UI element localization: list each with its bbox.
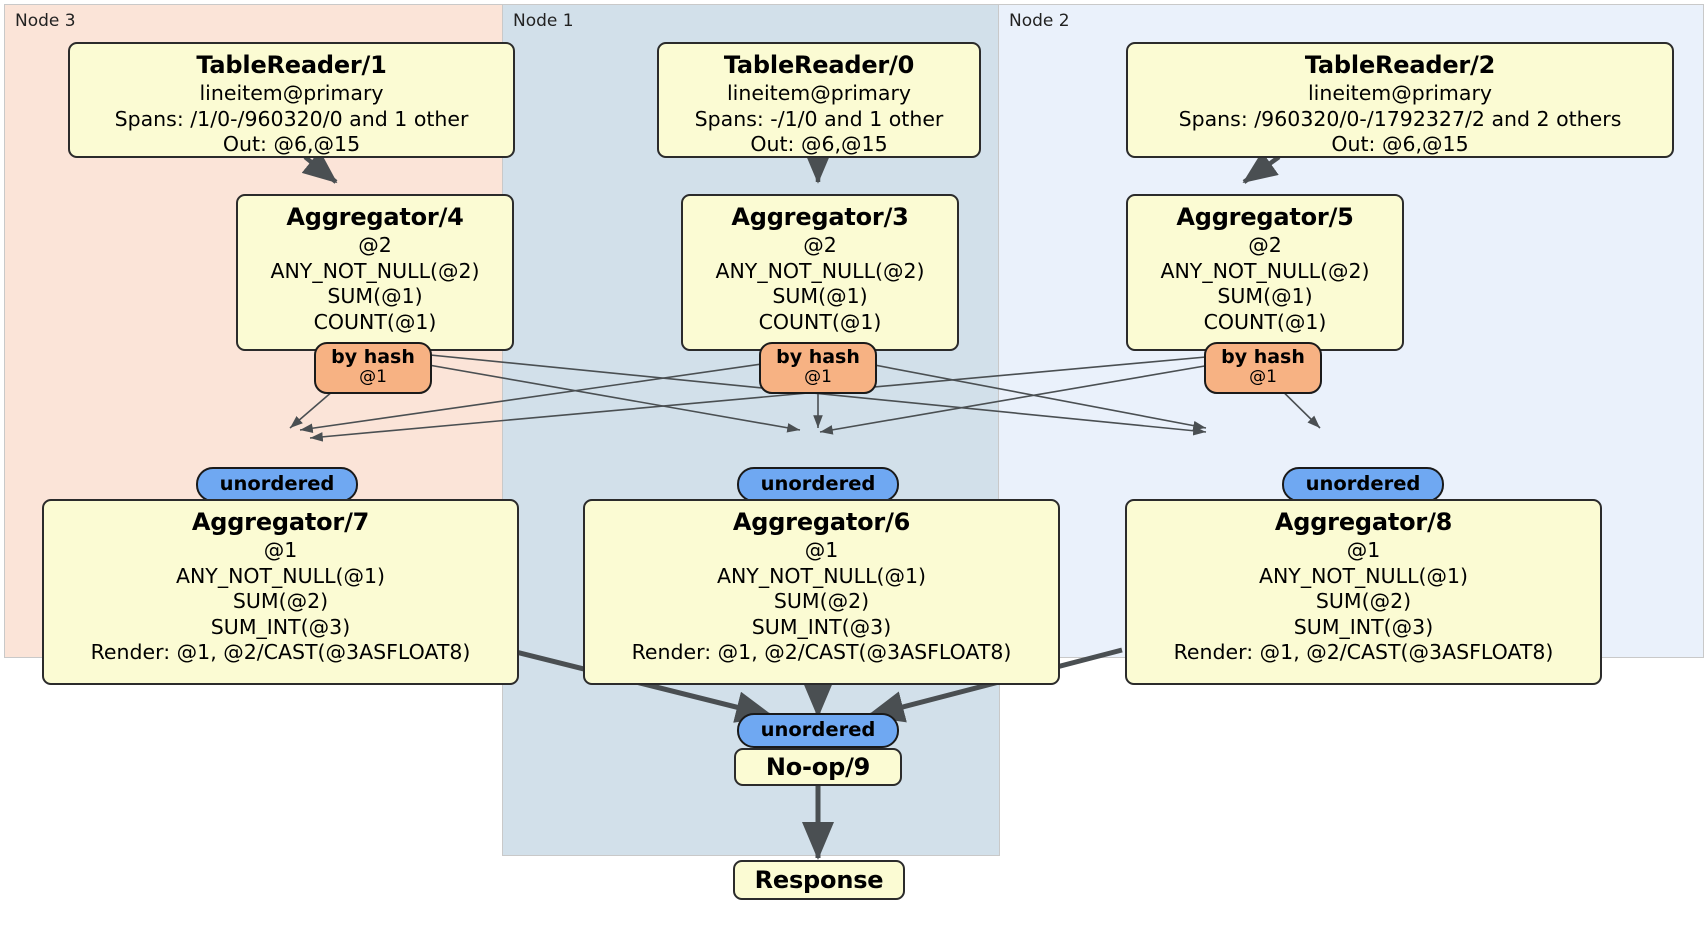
processor-detail: ANY_NOT_NULL(@2) (1160, 258, 1370, 283)
processor-detail: ANY_NOT_NULL(@2) (270, 258, 480, 283)
processor-detail: @2 (803, 233, 837, 257)
badge-label: by hash (331, 346, 415, 368)
processor-detail: Spans: /960320/0-/1792327/2 and 2 others (1178, 106, 1622, 131)
processor-title: TableReader/0 (723, 51, 915, 79)
processor-tablereader-1[interactable]: TableReader/1 lineitem@primary Spans: /1… (68, 42, 515, 158)
processor-detail: @1 (804, 538, 839, 562)
processor-aggregator-3[interactable]: Aggregator/3 @2 ANY_NOT_NULL(@2) SUM(@1)… (681, 194, 959, 351)
badge-unordered-final[interactable]: unordered (737, 713, 899, 749)
processor-title: Aggregator/5 (1176, 203, 1354, 231)
badge-sublabel: @1 (804, 366, 832, 387)
processor-detail: @2 (358, 233, 392, 257)
processor-aggregator-8[interactable]: Aggregator/8 @1 ANY_NOT_NULL(@1) SUM(@2)… (1125, 499, 1602, 685)
processor-detail: Render: @1, @2/CAST(@3ASFLOAT8) (90, 640, 471, 664)
processor-title: Aggregator/6 (732, 508, 911, 536)
processor-response[interactable]: Response (733, 860, 905, 900)
processor-detail: SUM_INT(@3) (1293, 614, 1434, 639)
badge-label: unordered (760, 472, 876, 495)
processor-detail: SUM(@2) (232, 589, 329, 613)
processor-detail: lineitem@primary (1307, 81, 1493, 105)
badge-label: unordered (760, 718, 876, 741)
badge-label: by hash (776, 346, 860, 368)
processor-aggregator-5[interactable]: Aggregator/5 @2 ANY_NOT_NULL(@2) SUM(@1)… (1126, 194, 1404, 351)
processor-aggregator-7[interactable]: Aggregator/7 @1 ANY_NOT_NULL(@1) SUM(@2)… (42, 499, 519, 685)
processor-detail: Render: @1, @2/CAST(@3ASFLOAT8) (1173, 640, 1554, 664)
badge-by-hash-left[interactable]: by hash @1 (314, 342, 432, 394)
badge-by-hash-right[interactable]: by hash @1 (1204, 342, 1322, 394)
region-label-node-2: Node 2 (1009, 11, 1070, 31)
processor-title: Aggregator/3 (731, 203, 909, 231)
processor-detail: @2 (1248, 233, 1282, 257)
processor-detail: ANY_NOT_NULL(@1) (716, 563, 927, 588)
processor-detail: COUNT(@1) (758, 309, 882, 334)
processor-title: TableReader/2 (1304, 51, 1496, 79)
region-label-node-3: Node 3 (15, 11, 76, 31)
processor-detail: SUM_INT(@3) (751, 614, 892, 639)
processor-tablereader-0[interactable]: TableReader/0 lineitem@primary Spans: -/… (657, 42, 981, 158)
processor-detail: @1 (1346, 538, 1381, 562)
processor-detail: ANY_NOT_NULL(@1) (1258, 563, 1469, 588)
processor-detail: Out: @6,@15 (222, 132, 361, 156)
processor-detail: SUM(@1) (772, 284, 868, 308)
processor-no-op-9[interactable]: No-op/9 (734, 748, 902, 786)
processor-title: Aggregator/4 (286, 203, 464, 231)
processor-detail: COUNT(@1) (1203, 309, 1327, 334)
processor-title: Response (754, 866, 884, 894)
processor-detail: Spans: -/1/0 and 1 other (694, 106, 944, 131)
processor-detail: SUM(@2) (1315, 589, 1412, 613)
processor-detail: lineitem@primary (726, 81, 912, 105)
processor-detail: Out: @6,@15 (750, 132, 888, 156)
processor-detail: Spans: /1/0-/960320/0 and 1 other (114, 106, 469, 131)
processor-tablereader-2[interactable]: TableReader/2 lineitem@primary Spans: /9… (1126, 42, 1674, 158)
processor-detail: COUNT(@1) (313, 309, 437, 334)
badge-unordered-left[interactable]: unordered (196, 467, 358, 503)
processor-detail: SUM_INT(@3) (210, 614, 351, 639)
processor-detail: SUM(@1) (327, 284, 423, 308)
badge-unordered-center[interactable]: unordered (737, 467, 899, 503)
badge-label: by hash (1221, 346, 1305, 368)
processor-detail: Out: @6,@15 (1331, 132, 1469, 156)
processor-aggregator-6[interactable]: Aggregator/6 @1 ANY_NOT_NULL(@1) SUM(@2)… (583, 499, 1060, 685)
badge-sublabel: @1 (359, 366, 387, 387)
processor-detail: SUM(@2) (773, 589, 870, 613)
badge-by-hash-center[interactable]: by hash @1 (759, 342, 877, 394)
badge-label: unordered (219, 472, 335, 495)
processor-detail: lineitem@primary (199, 81, 384, 105)
processor-title: No-op/9 (765, 753, 871, 781)
badge-unordered-right[interactable]: unordered (1282, 467, 1444, 503)
processor-detail: @1 (263, 538, 298, 562)
processor-aggregator-4[interactable]: Aggregator/4 @2 ANY_NOT_NULL(@2) SUM(@1)… (236, 194, 514, 351)
processor-title: TableReader/1 (196, 51, 387, 79)
badge-sublabel: @1 (1249, 366, 1277, 387)
badge-label: unordered (1305, 472, 1421, 495)
processor-detail: ANY_NOT_NULL(@2) (715, 258, 925, 283)
processor-title: Aggregator/8 (1274, 508, 1453, 536)
processor-title: Aggregator/7 (191, 508, 370, 536)
processor-detail: SUM(@1) (1217, 284, 1313, 308)
processor-detail: Render: @1, @2/CAST(@3ASFLOAT8) (631, 640, 1012, 664)
region-label-node-1: Node 1 (513, 11, 574, 31)
processor-detail: ANY_NOT_NULL(@1) (175, 563, 386, 588)
